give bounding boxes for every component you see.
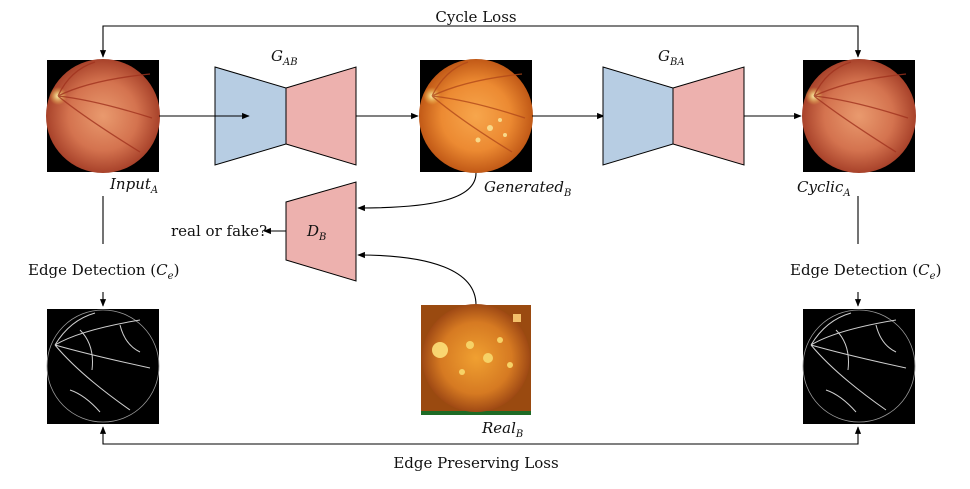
d-b-label: DB: [306, 222, 326, 243]
cyclic-a-image: [802, 59, 916, 173]
edge-preserving-loss-connector: [99, 426, 862, 445]
left-edge-detection-label: Edge Detection (Ce): [28, 261, 179, 282]
svg-text:GeneratedB: GeneratedB: [484, 178, 571, 199]
svg-text:GAB: GAB: [271, 47, 298, 68]
svg-text:GBA: GBA: [658, 47, 685, 68]
real-b-label: RealB: [481, 419, 523, 440]
cyclic-a-label: CyclicA: [797, 178, 851, 199]
cycle-loss-connector: [99, 25, 862, 58]
discriminator-d-b: [285, 181, 357, 282]
svg-text:Edge Detection (Ce): Edge Detection (Ce): [790, 261, 941, 282]
svg-text:InputA: InputA: [109, 175, 158, 196]
edge-preserving-loss-label: Edge Preserving Loss: [393, 454, 558, 472]
arrow-generated-to-discriminator: [357, 172, 477, 212]
svg-text:DB: DB: [306, 222, 326, 243]
svg-text:CyclicA: CyclicA: [797, 178, 851, 199]
input-a-image: [46, 59, 160, 173]
generator-g-ba: [602, 66, 745, 166]
cyclic-edge-map: [802, 309, 916, 424]
cycle-loss-label: Cycle Loss: [435, 8, 516, 26]
svg-text:Edge Detection (Ce): Edge Detection (Ce): [28, 261, 179, 282]
right-edge-detection-label: Edge Detection (Ce): [790, 261, 941, 282]
generator-g-ab: [214, 66, 357, 166]
input-edge-map: [46, 309, 160, 424]
arrow-real-to-discriminator: [357, 251, 477, 306]
input-a-label: InputA: [109, 175, 158, 196]
g-ab-label: GAB: [271, 47, 298, 68]
real-or-fake-label: real or fake?: [171, 222, 267, 240]
generated-b-label: GeneratedB: [484, 178, 571, 199]
generated-b-image: [419, 59, 533, 173]
svg-text:RealB: RealB: [481, 419, 523, 440]
g-ba-label: GBA: [658, 47, 685, 68]
real-b-image: [421, 304, 531, 415]
